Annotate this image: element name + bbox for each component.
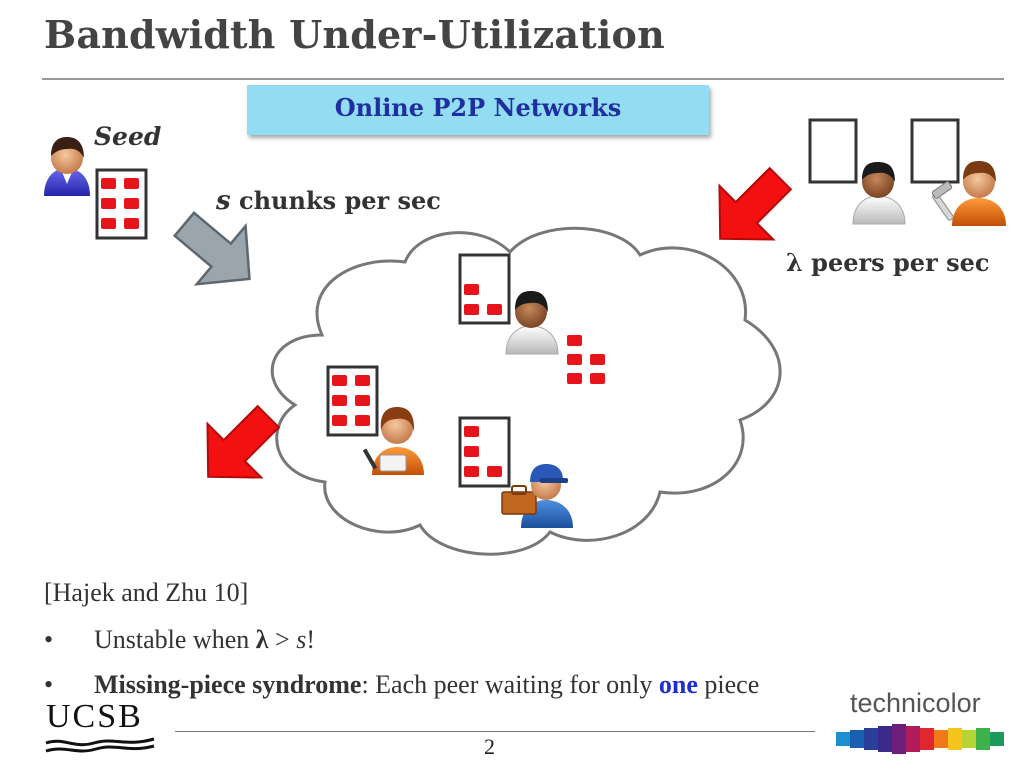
bullet-unstable: Unstable when λ > s!: [44, 620, 759, 665]
peer-file-icon: [458, 416, 511, 488]
seed-file-icon: [95, 168, 148, 240]
peer-rate-label: λ peers per sec: [786, 248, 989, 277]
slide-title: Bandwidth Under-Utilization: [44, 12, 665, 57]
ucsb-wave-icon: [45, 737, 155, 753]
writer-icon: [362, 407, 424, 475]
citation: [Hajek and Zhu 10]: [44, 578, 249, 607]
bullet-list: Unstable when λ > s! Missing-piece syndr…: [44, 620, 759, 710]
businessman-icon: [852, 162, 906, 225]
seed-label: Seed: [94, 122, 162, 151]
bullet-text: : Each peer waiting for only: [361, 670, 659, 699]
highlight-one: one: [658, 670, 698, 699]
upload-arrow-icon: [172, 211, 251, 286]
bullet-missing-piece: Missing-piece syndrome: Each peer waitin…: [44, 665, 759, 710]
technicolor-logo: technicolor: [850, 688, 981, 718]
peer-file-icon: [458, 253, 511, 325]
bullet-suffix: !: [306, 625, 315, 654]
technicolor-color-bar-icon: [836, 724, 1004, 754]
chunk-rate-label: s chunks per sec: [216, 186, 441, 216]
title-divider: [42, 78, 1004, 80]
empty-file-icon: [808, 118, 858, 184]
lambda-symbol: λ: [255, 625, 269, 654]
peer-file-icon: [326, 365, 379, 437]
chunk-rate-text: chunks per sec: [230, 186, 441, 215]
operator: >: [268, 625, 297, 654]
s-symbol: s: [296, 625, 307, 654]
peer-user-icon: [505, 291, 559, 355]
loose-chunks: [567, 335, 605, 384]
incoming-arrow-icon: [718, 166, 793, 241]
network-banner: Online P2P Networks: [247, 85, 709, 135]
footer-divider: [175, 731, 815, 732]
peer-rate-symbol: λ: [786, 248, 803, 277]
handyman-icon: [931, 161, 1006, 226]
mechanic-icon: [501, 464, 573, 528]
bullet-text: Unstable when: [94, 625, 256, 654]
bullet-suffix: piece: [697, 670, 760, 699]
page-number: 2: [484, 734, 495, 759]
peer-rate-text: peers per sec: [802, 248, 990, 277]
syndrome-term: Missing-piece syndrome: [94, 670, 362, 699]
empty-file-icon: [910, 118, 960, 184]
seed-user-icon: [44, 137, 90, 196]
outgoing-arrow-icon: [206, 404, 281, 479]
chunk-rate-symbol: s: [216, 186, 231, 216]
ucsb-logo: UCSB: [46, 698, 143, 735]
